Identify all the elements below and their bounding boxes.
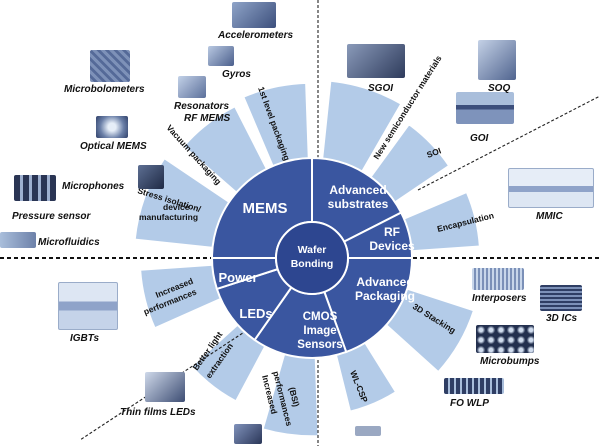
bsi-sensor-image <box>234 424 262 444</box>
example-microbolometers: Microbolometers <box>64 84 145 95</box>
ray-label-soi: SOI <box>425 145 442 159</box>
optical-mems-image <box>96 116 128 138</box>
segment-cmos-line2: Image <box>303 325 336 337</box>
center-label-line1: Wafer <box>298 244 327 256</box>
example-microbumps: Microbumps <box>480 356 540 367</box>
segment-advanced-substrates-line1: Advanced <box>329 183 386 197</box>
mmic-image <box>508 168 594 208</box>
segment-cmos-line3: Sensors <box>297 339 342 351</box>
segment-leds-label: LEDs <box>239 306 272 321</box>
segment-advanced-packaging-line2: Packaging <box>355 289 415 303</box>
segment-cmos-line1: CMOS <box>303 311 338 323</box>
divider-rf <box>417 95 600 191</box>
example-resonators-line2: RF MEMS <box>184 113 231 124</box>
igbts-image <box>58 282 118 330</box>
segment-advanced-substrates-line2: substrates <box>328 197 389 211</box>
ray-label-stress-isolation-line2: device <box>163 202 190 212</box>
example-microphones: Microphones <box>62 181 125 192</box>
example-accelerometers: Accelerometers <box>218 30 294 41</box>
example-sgoi: SGOI <box>368 83 394 94</box>
example-thin-films-leds: Thin films LEDs <box>120 407 196 418</box>
3d-ics-image <box>540 285 582 311</box>
example-microfluidics: Microfluidics <box>38 237 100 248</box>
microbumps-image <box>476 325 534 353</box>
microbolometers-image <box>90 50 130 82</box>
example-resonators-line1: Resonators <box>174 101 230 112</box>
example-fo-wlp: FO WLP <box>450 398 489 409</box>
soq-image <box>478 40 516 80</box>
example-3d-ics: 3D ICs <box>546 313 578 324</box>
center-hub <box>275 221 349 295</box>
example-igbts: IGBTs <box>70 333 100 344</box>
example-optical-mems: Optical MEMS <box>80 141 147 152</box>
fo-wlp-image <box>444 378 504 394</box>
segment-rf-devices-line2: Devices <box>369 239 415 253</box>
gyros-image <box>208 46 234 66</box>
goi-image <box>456 92 514 124</box>
microphones-image <box>14 175 56 201</box>
example-soq: SOQ <box>488 83 511 94</box>
example-gyros: Gyros <box>222 69 251 80</box>
ray-label-stress-isolation-line3: manufacturing <box>139 212 198 222</box>
segment-power-label: Power <box>218 270 257 285</box>
example-pressure-sensor: Pressure sensor <box>12 211 91 222</box>
example-mmic: MMIC <box>536 211 563 222</box>
segment-mems-label: MEMS <box>243 200 288 217</box>
example-interposers: Interposers <box>472 293 527 304</box>
segment-advanced-packaging-line1: Advanced <box>356 275 413 289</box>
segment-rf-devices-line1: RF <box>384 225 400 239</box>
accelerometers-image <box>232 2 276 28</box>
thin-films-leds-image <box>145 372 185 402</box>
ray-label-increased-perf-bsi-line3: (BSI) <box>287 386 302 408</box>
example-goi: GOI <box>470 133 489 144</box>
pressure-sensor-image <box>138 165 164 189</box>
wl-csp-chip-image <box>355 426 381 436</box>
sgoi-image <box>347 44 405 78</box>
microfluidics-image <box>0 232 36 248</box>
interposers-image <box>472 268 524 290</box>
resonators-image <box>178 76 206 98</box>
center-label-line2: Bonding <box>291 258 334 270</box>
